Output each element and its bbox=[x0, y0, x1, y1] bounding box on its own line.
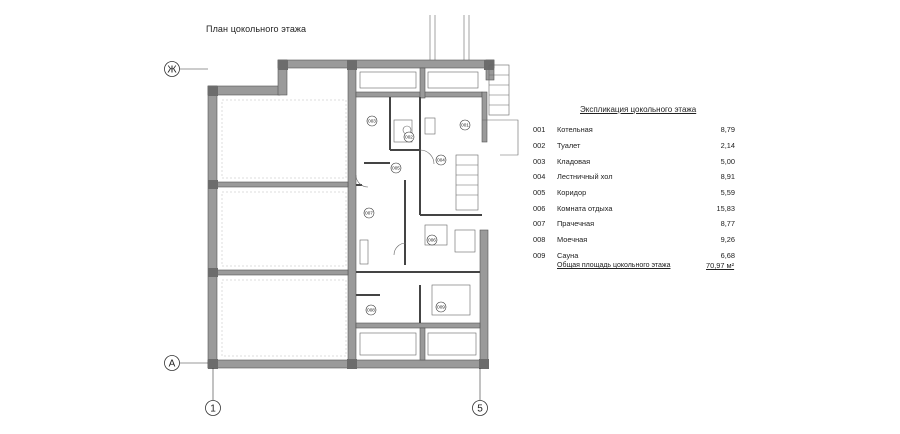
room-tag-003-label: 003 bbox=[368, 119, 376, 124]
room-name: Котельная bbox=[557, 125, 593, 135]
room-tag-006: 006 bbox=[426, 234, 438, 246]
axis-marker-a: А bbox=[164, 355, 208, 371]
table-row: 001 Котельная 8,79 bbox=[533, 122, 735, 138]
room-tag-009-label: 009 bbox=[437, 305, 445, 310]
room-number: 004 bbox=[533, 172, 546, 182]
room-tag-006-label: 006 bbox=[428, 238, 436, 243]
room-area: 8,77 bbox=[720, 219, 735, 229]
room-tag-003: 003 bbox=[366, 115, 378, 127]
room-tag-001: 001 bbox=[459, 119, 471, 131]
table-row: 005 Коридор 5,59 bbox=[533, 185, 735, 201]
room-area: 5,59 bbox=[720, 188, 735, 198]
room-tag-009: 009 bbox=[435, 301, 447, 313]
room-area: 2,14 bbox=[720, 141, 735, 151]
room-area: 8,79 bbox=[720, 125, 735, 135]
table-row: 004 Лестничный хол 8,91 bbox=[533, 169, 735, 185]
fixtures bbox=[355, 15, 519, 356]
room-tag-004: 004 bbox=[435, 154, 447, 166]
explication-table: 001 Котельная 8,79 002 Туалет 2,14 003 Кладов… bbox=[533, 122, 735, 263]
room-name: Коридор bbox=[557, 188, 587, 198]
room-number: 008 bbox=[533, 235, 546, 245]
room-name: Моечная bbox=[557, 235, 588, 245]
axis-marker-zh: Ж bbox=[164, 61, 208, 77]
axis-label-right: 5 bbox=[477, 404, 483, 415]
room-tag-008-label: 008 bbox=[367, 308, 375, 313]
table-row: 008 Моечная 9,26 bbox=[533, 232, 735, 248]
room-tag-005-label: 005 bbox=[392, 166, 400, 171]
room-tag-002-label: 002 bbox=[405, 135, 413, 140]
axis-marker-1: 1 bbox=[205, 368, 221, 416]
room-area: 5,00 bbox=[720, 156, 735, 166]
room-outlines bbox=[221, 99, 347, 357]
room-name: Сауна bbox=[557, 250, 579, 260]
interior-partitions bbox=[356, 97, 482, 323]
table-row: 007 Прачечная 8,77 bbox=[533, 216, 735, 232]
table-row: 006 Комната отдыха 15,83 bbox=[533, 200, 735, 216]
room-tag-008: 008 bbox=[365, 304, 377, 316]
total-area-value: 70,97 м² bbox=[706, 261, 735, 270]
room-number: 001 bbox=[533, 125, 546, 135]
room-area: 15,83 bbox=[716, 203, 736, 213]
total-area-label: Общая площадь цокольного этажа bbox=[557, 262, 671, 269]
room-tag-007-label: 007 bbox=[365, 211, 373, 216]
room-tag-005: 005 bbox=[390, 162, 402, 174]
room-name: Прачечная bbox=[557, 219, 595, 229]
plan-title: План цокольного этажа bbox=[206, 24, 307, 34]
axis-marker-5: 5 bbox=[472, 368, 488, 416]
axis-label-left: 1 bbox=[210, 404, 216, 415]
axis-label-top: Ж bbox=[167, 65, 177, 76]
explication-title: Экспликация цокольного этажа bbox=[580, 105, 697, 114]
room-name: Туалет bbox=[557, 141, 581, 151]
room-name: Лестничный хол bbox=[557, 172, 613, 182]
room-tag-007: 007 bbox=[363, 207, 375, 219]
room-number: 007 bbox=[533, 219, 546, 229]
room-area: 6,68 bbox=[720, 250, 735, 260]
room-tag-002: 002 bbox=[403, 131, 415, 143]
room-name: Комната отдыха bbox=[557, 203, 613, 213]
axis-label-bottom: А bbox=[169, 359, 176, 370]
room-tags: 003 002 001 004 005 007 006 008 009 bbox=[363, 115, 471, 316]
room-number: 006 bbox=[533, 203, 546, 213]
room-tag-004-label: 004 bbox=[437, 158, 445, 163]
room-number: 009 bbox=[533, 250, 546, 260]
room-number: 005 bbox=[533, 188, 546, 198]
room-tag-001-label: 001 bbox=[461, 123, 469, 128]
table-row: 003 Кладовая 5,00 bbox=[533, 153, 735, 169]
room-name: Кладовая bbox=[557, 156, 591, 166]
room-area: 8,91 bbox=[720, 172, 735, 182]
room-number: 002 bbox=[533, 141, 546, 151]
table-row: 009 Сауна 6,68 bbox=[533, 248, 735, 264]
table-row: 002 Туалет 2,14 bbox=[533, 138, 735, 154]
room-number: 003 bbox=[533, 156, 546, 166]
room-area: 9,26 bbox=[720, 235, 735, 245]
